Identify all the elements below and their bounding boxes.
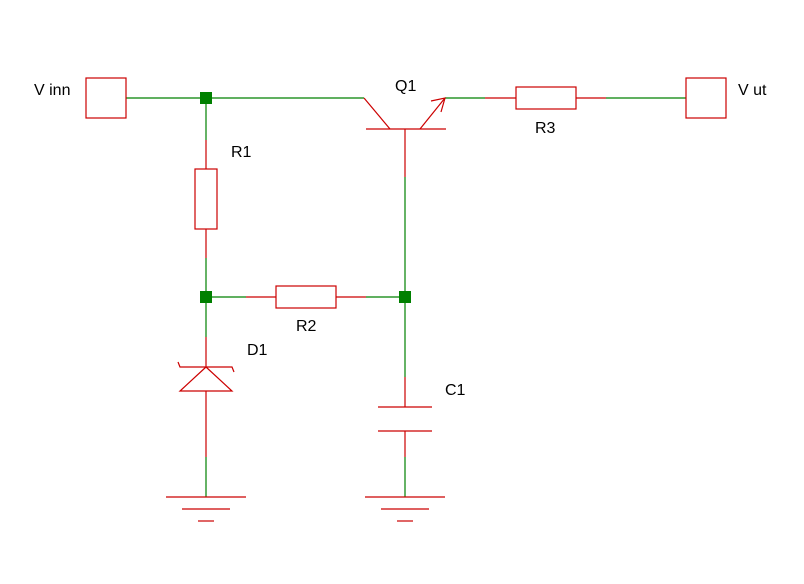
q1-emitter-lead [419,97,446,130]
input-port-box [85,77,127,119]
d1-triangle [178,366,234,392]
q1-base-lead [363,97,391,130]
junction-middle-right [399,291,411,303]
r1-label: R1 [231,144,252,161]
r2-label: R2 [296,318,317,335]
output-port-box [685,77,727,119]
resistor-r1 [194,140,218,258]
junctions [200,92,411,303]
ground-symbol-left [166,496,246,522]
resistor-r2 [246,285,366,309]
wires [126,97,686,497]
components [85,77,727,522]
r3-label: R3 [535,120,556,137]
q1-emitter-arrow [430,97,446,113]
junction-top [200,92,212,104]
diode-label: D1 [247,342,268,359]
capacitor-c1 [378,377,432,457]
transistor-label: Q1 [395,78,416,95]
resistor-r3 [485,86,606,110]
transistor-q1 [363,97,446,177]
zener-diode-d1 [177,337,235,457]
ground-symbol-right [365,496,445,522]
labels: V inn V ut Q1 R1 R2 R3 D1 C1 [34,78,767,399]
junction-middle-left [200,291,212,303]
capacitor-label: C1 [445,382,466,399]
output-port-label: V ut [738,82,767,99]
input-port-label: V inn [34,82,70,99]
